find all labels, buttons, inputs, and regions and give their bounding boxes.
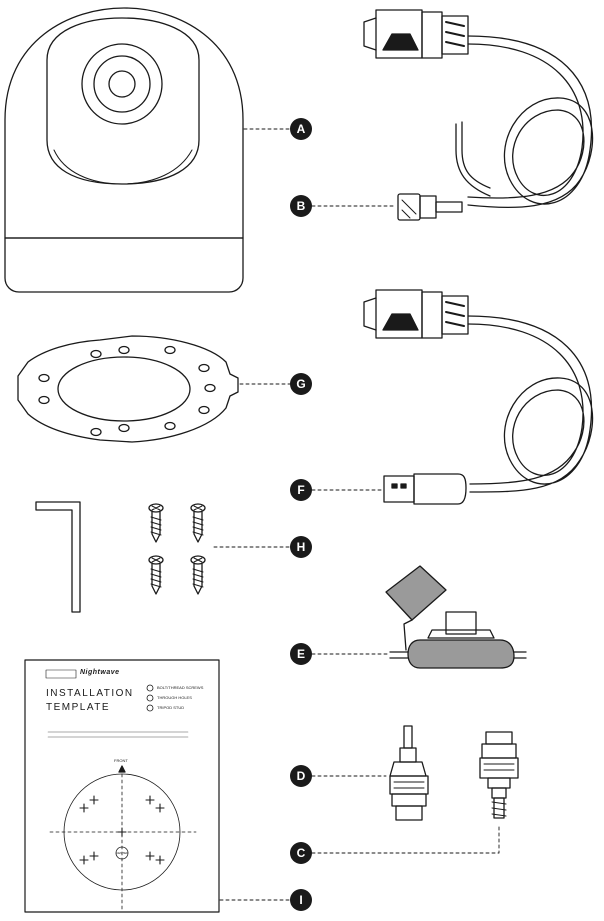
screws-part-h [148, 503, 206, 595]
adapter-part-d [389, 725, 429, 821]
camera-part-a [4, 7, 244, 293]
hex-key [35, 501, 81, 613]
callout-b: B [290, 195, 312, 217]
template-legend-bolt: BOLT/THREAD SCREWS [157, 685, 204, 690]
callout-e: E [290, 643, 312, 665]
callout-f: F [290, 479, 312, 501]
template-front-label: FRONT [114, 758, 128, 763]
installation-template-sheet [24, 659, 220, 913]
template-legend-through: THROUGH HOLES [157, 695, 192, 700]
template-brand-logo: Nightwave [80, 669, 120, 676]
callout-c: C [290, 842, 312, 864]
callout-g: G [290, 373, 312, 395]
callout-i: I [290, 889, 312, 911]
callout-d: D [290, 765, 312, 787]
callout-a: A [290, 118, 312, 140]
mount-plate-part-g [17, 335, 239, 443]
usb-cable-part-f [363, 289, 594, 505]
power-cable-part-b [363, 9, 594, 221]
template-legend-tripod: TRIPOD STUD [157, 705, 185, 710]
leader-lines [213, 128, 500, 901]
callout-h: H [290, 536, 312, 558]
template-title-line1: INSTALLATION [46, 688, 134, 699]
fuse-holder-part-e [385, 565, 527, 669]
bnc-connector-part-c [479, 731, 519, 819]
template-center-label: CENTER [116, 851, 129, 855]
template-title-line2: TEMPLATE [46, 702, 111, 713]
